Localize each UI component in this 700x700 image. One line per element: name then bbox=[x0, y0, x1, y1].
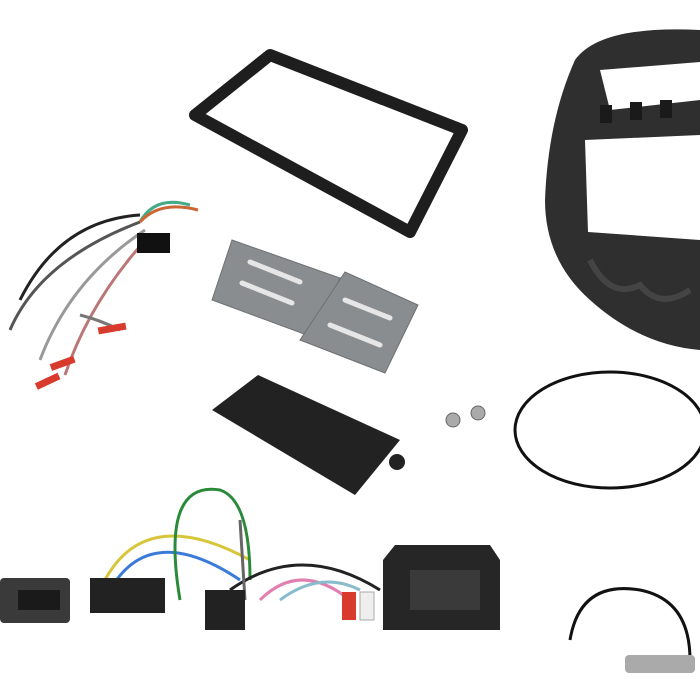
antenna-adapter bbox=[568, 587, 695, 673]
interface-harness bbox=[98, 487, 381, 602]
dash-fascia-panel bbox=[545, 29, 700, 350]
harness-plug bbox=[137, 233, 170, 253]
rca-connectors bbox=[342, 591, 375, 621]
screws bbox=[445, 405, 486, 428]
iso-connectors bbox=[205, 590, 245, 630]
double-din-frame bbox=[189, 49, 468, 238]
speaker-box bbox=[383, 545, 500, 630]
mounting-brackets bbox=[211, 239, 419, 374]
pocket-cover-plate bbox=[212, 375, 405, 495]
interface-plug bbox=[90, 578, 165, 613]
loop-cable bbox=[513, 370, 700, 490]
steering-wire-harness bbox=[8, 200, 199, 390]
